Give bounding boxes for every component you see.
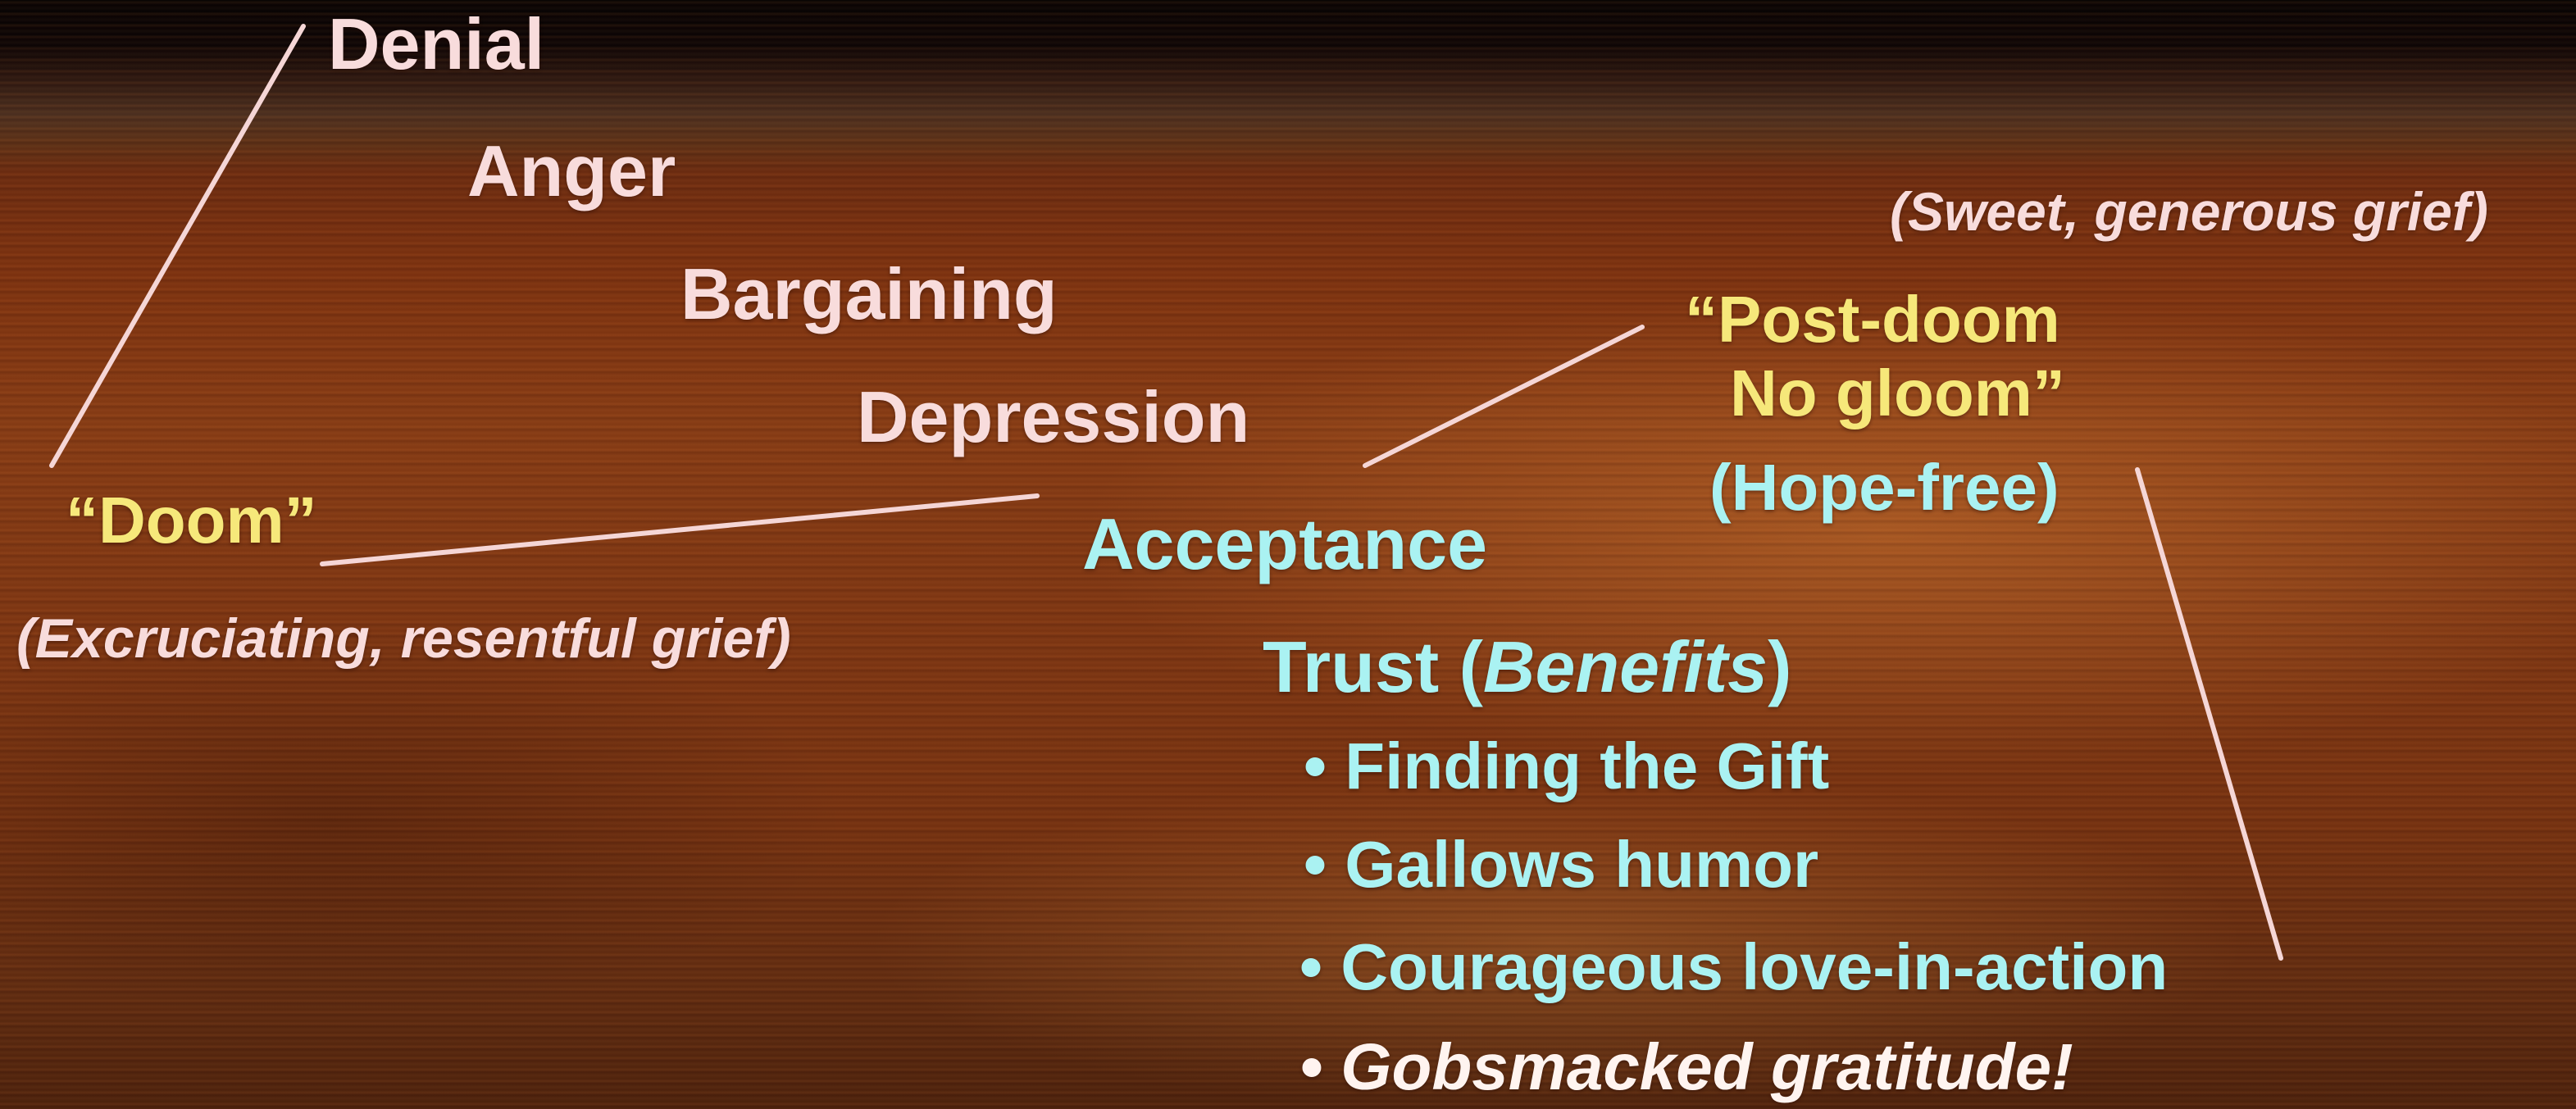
bullet-courageous-love: • Courageous love-in-action bbox=[1299, 930, 2169, 1003]
stage-anger: Anger bbox=[467, 130, 676, 211]
bullet-gallows-humor: • Gallows humor bbox=[1304, 828, 1819, 901]
doom-label: “Doom” bbox=[66, 484, 317, 557]
doom-to-acceptance-line bbox=[320, 493, 1040, 566]
trust-suffix: ) bbox=[1768, 626, 1792, 707]
hope-free-to-gratitude-line bbox=[2135, 467, 2283, 961]
stage-acceptance: Acceptance bbox=[1082, 503, 1488, 584]
trust-heading: Trust (Benefits) bbox=[1263, 631, 1791, 703]
trust-benefits: Benefits bbox=[1482, 626, 1768, 707]
bullet-finding-gift: • Finding the Gift bbox=[1304, 729, 1830, 802]
stage-depression: Depression bbox=[857, 376, 1250, 457]
acceptance-to-post-doom-line bbox=[1363, 325, 1645, 468]
hope-free-label: (Hope-free) bbox=[1709, 451, 2059, 524]
stage-denial: Denial bbox=[328, 3, 545, 84]
post-doom-line-2: No gloom” bbox=[1730, 357, 2065, 430]
stage-bargaining: Bargaining bbox=[680, 253, 1058, 334]
denial-to-doom-line bbox=[49, 24, 306, 468]
doom-description: (Excruciating, resentful grief) bbox=[16, 607, 791, 670]
bullet-gobsmacked-gratitude: • Gobsmacked gratitude! bbox=[1299, 1030, 2073, 1103]
post-doom-line-1: “Post-doom bbox=[1685, 283, 2060, 356]
trust-prefix: Trust ( bbox=[1263, 626, 1483, 707]
sweet-grief-label: (Sweet, generous grief) bbox=[1890, 181, 2488, 242]
